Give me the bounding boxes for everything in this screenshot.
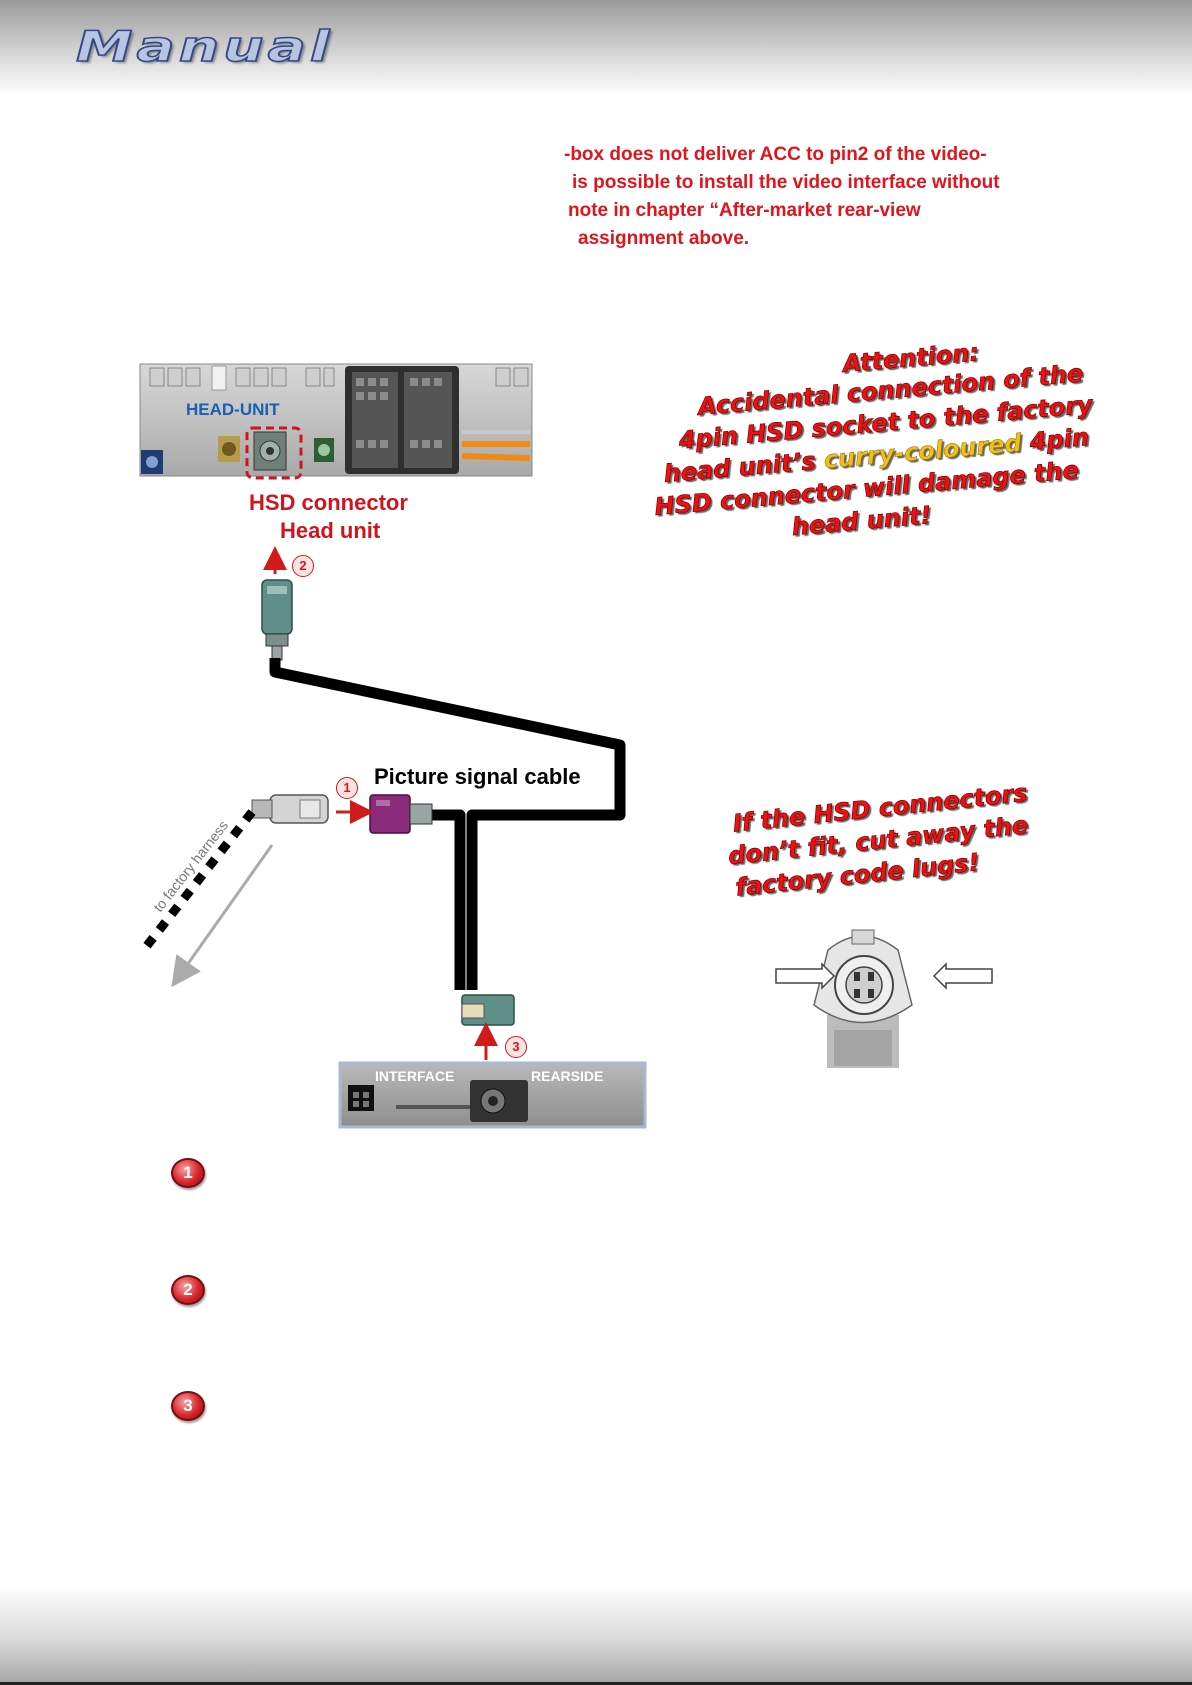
interface-label: INTERFACE [375, 1068, 455, 1084]
hsd-highlight-box [245, 426, 303, 480]
rearside-label: REARSIDE [531, 1068, 604, 1084]
violet-plug [369, 794, 433, 834]
factory-plug [251, 794, 329, 824]
hsd-plug-top [261, 579, 293, 661]
hsd-code-lug-illustration [775, 929, 993, 1068]
warning-line-3: note in chapter “After-market rear-view [568, 200, 921, 221]
step-badge-1: 1 [171, 1158, 205, 1188]
step-marker-3: 3 [505, 1036, 527, 1058]
head-unit-sublabel: Head unit [280, 518, 381, 543]
picture-signal-cable [269, 658, 626, 990]
head-unit-label: HEAD-UNIT [186, 400, 280, 419]
attention-warning: Attention: Accidental connection of the … [632, 320, 1109, 569]
footer-bar [0, 1585, 1192, 1685]
step-badge-3: 3 [171, 1391, 205, 1421]
step-marker-1: 1 [336, 777, 358, 799]
interface-box [338, 1061, 647, 1129]
picture-signal-cable-label: Picture signal cable [374, 764, 581, 789]
head-unit-rear [139, 363, 533, 477]
step-badge-2: 2 [171, 1275, 205, 1305]
warning-line-1: -box does not deliver ACC to pin2 of the… [564, 144, 987, 165]
hsd-connector-label: HSD connector [249, 490, 408, 515]
header-bar [0, 0, 1192, 95]
footer-line [0, 1682, 1192, 1685]
manual-title: Manual [75, 21, 334, 72]
warning-line-2: is possible to install the video interfa… [572, 172, 1000, 193]
hsd-plug-interface [461, 994, 515, 1026]
factory-harness-cable [138, 809, 256, 955]
factory-harness-arrow [171, 844, 274, 988]
warning-line-4: assignment above. [578, 228, 750, 249]
attention-line-4-suffix: 4pin [1020, 422, 1091, 457]
step-marker-2: 2 [292, 555, 314, 577]
